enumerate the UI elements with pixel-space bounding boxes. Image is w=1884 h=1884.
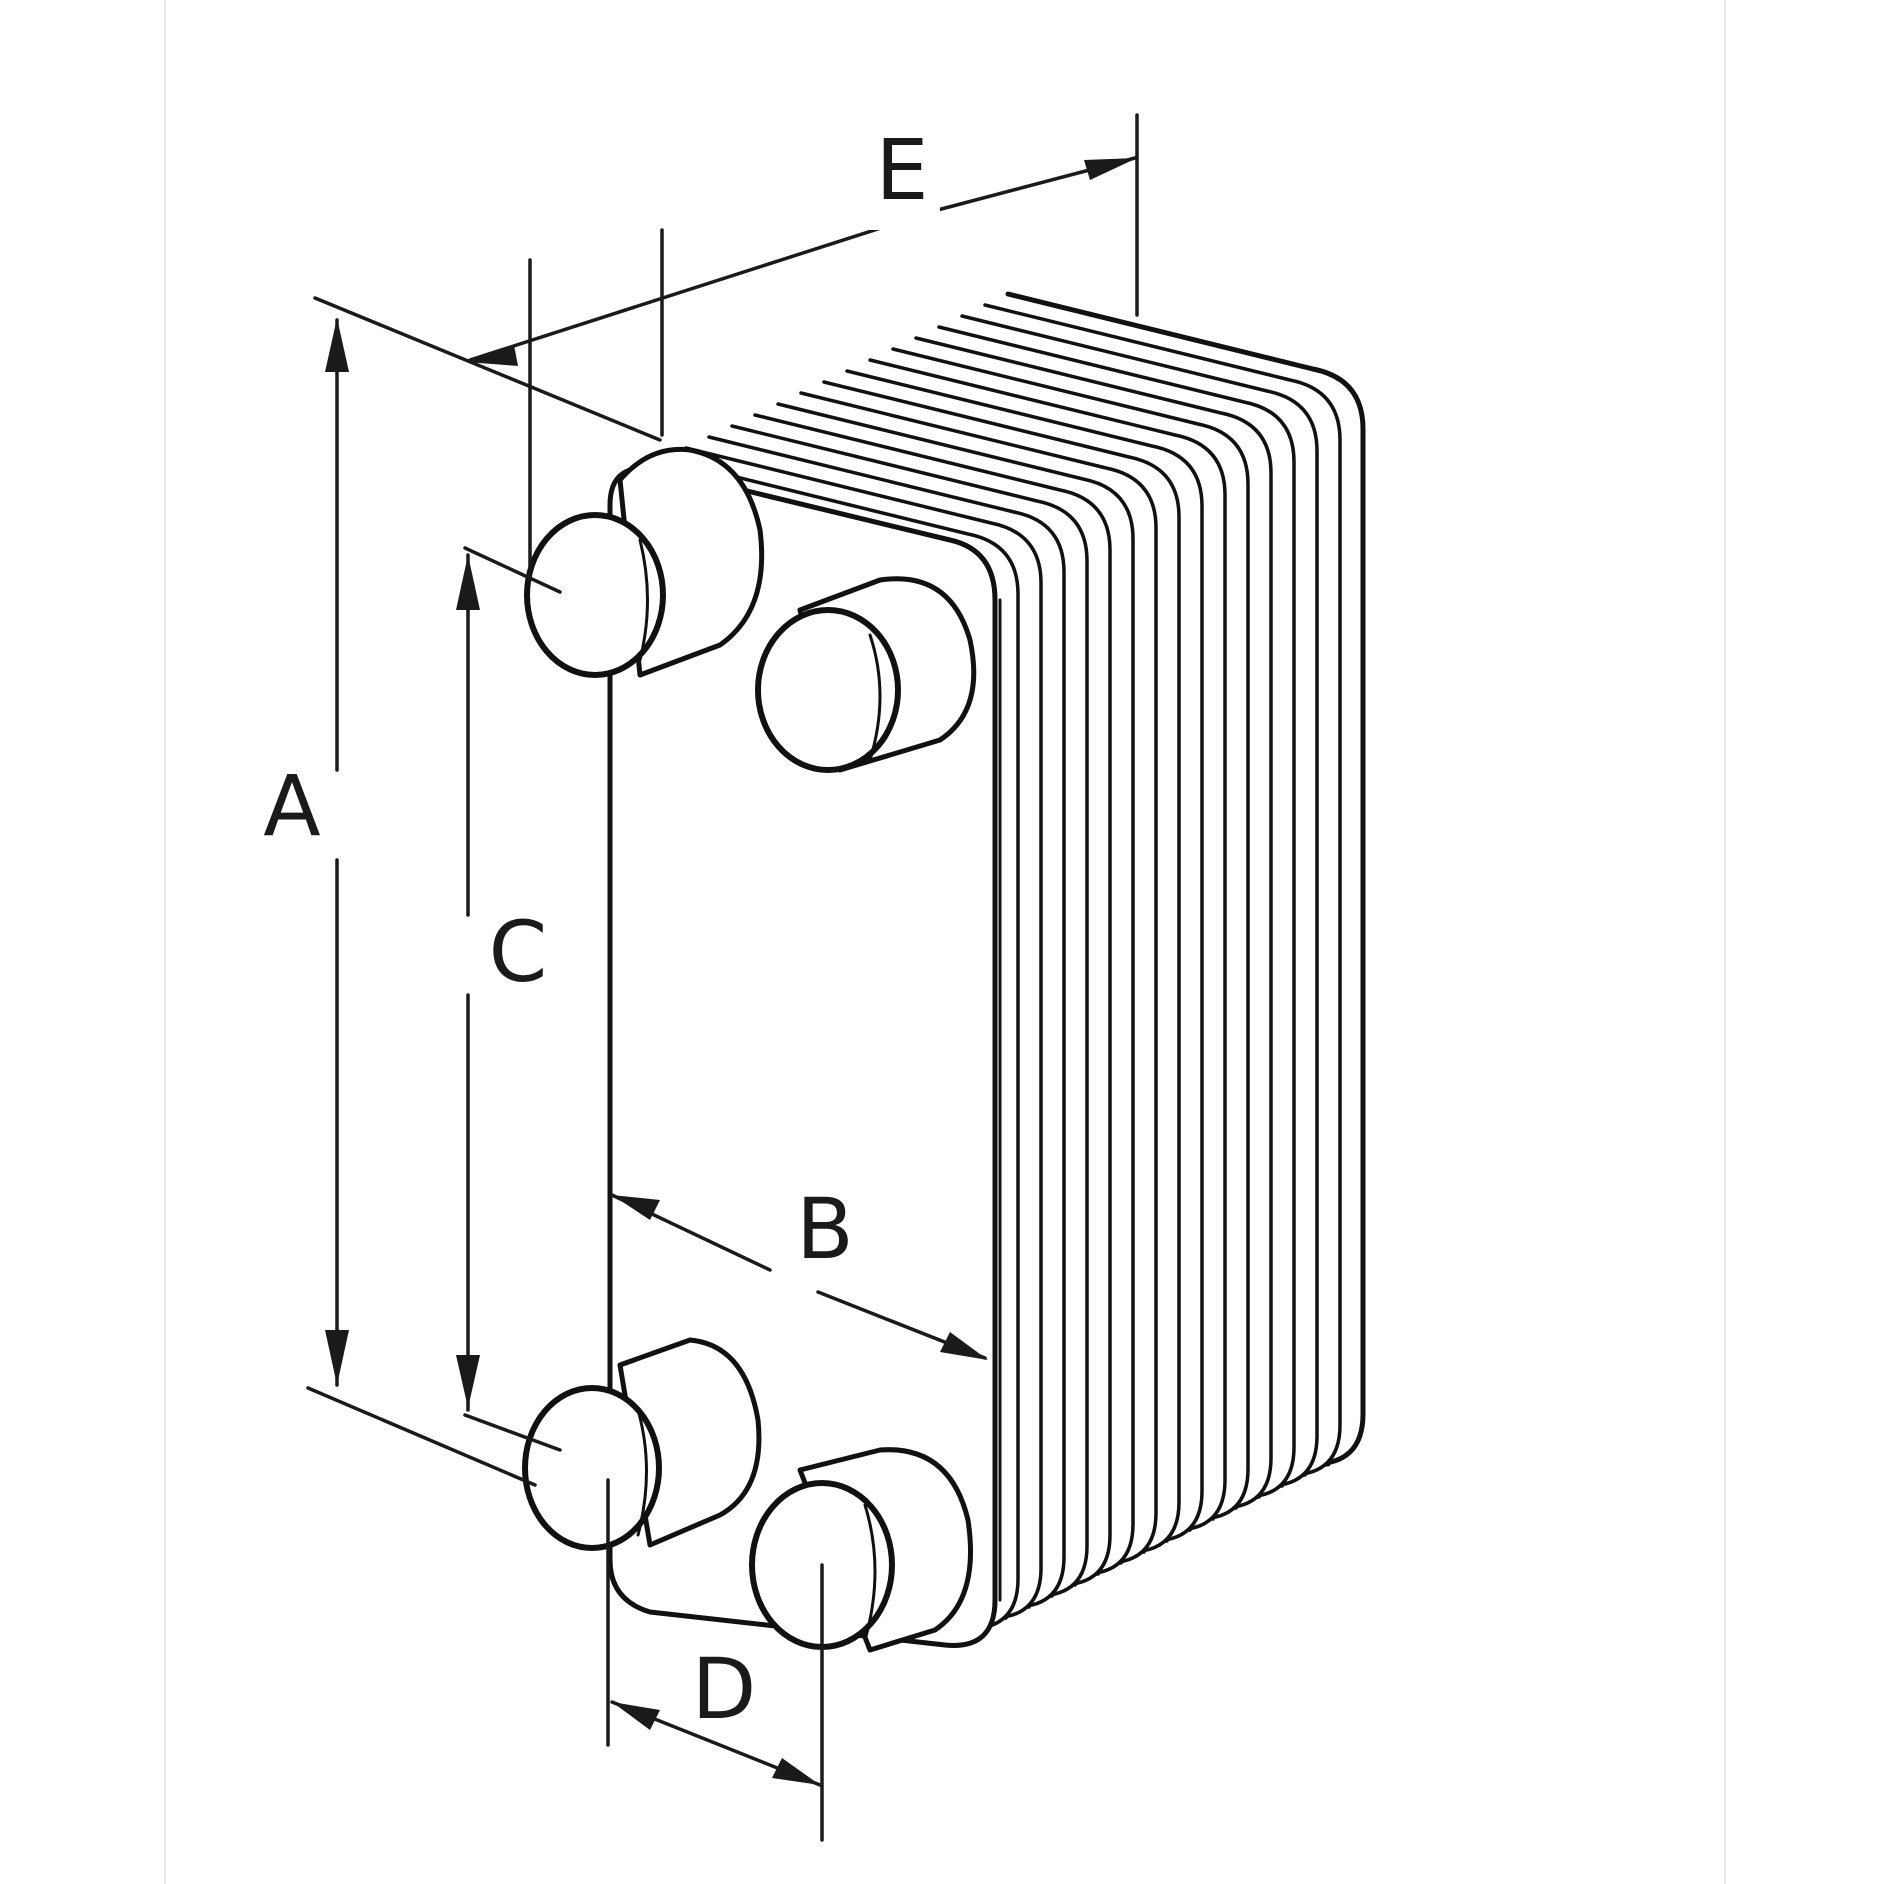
- dimension-a: A: [252, 296, 662, 1487]
- dimension-a-label: A: [263, 757, 320, 855]
- port-top-left: [524, 446, 765, 678]
- dimension-c-label: C: [489, 903, 548, 1001]
- dimension-b: B: [610, 1180, 988, 1360]
- dimension-e-label: E: [875, 121, 928, 219]
- dimension-c: C: [456, 546, 562, 1452]
- port-top-right: [755, 576, 977, 773]
- dimension-e: E: [466, 113, 1139, 582]
- dimension-d: D: [606, 1478, 824, 1842]
- port-bottom-left: [522, 1337, 762, 1551]
- dimension-b-label: B: [796, 1180, 854, 1278]
- dimension-d-label: D: [692, 1640, 757, 1738]
